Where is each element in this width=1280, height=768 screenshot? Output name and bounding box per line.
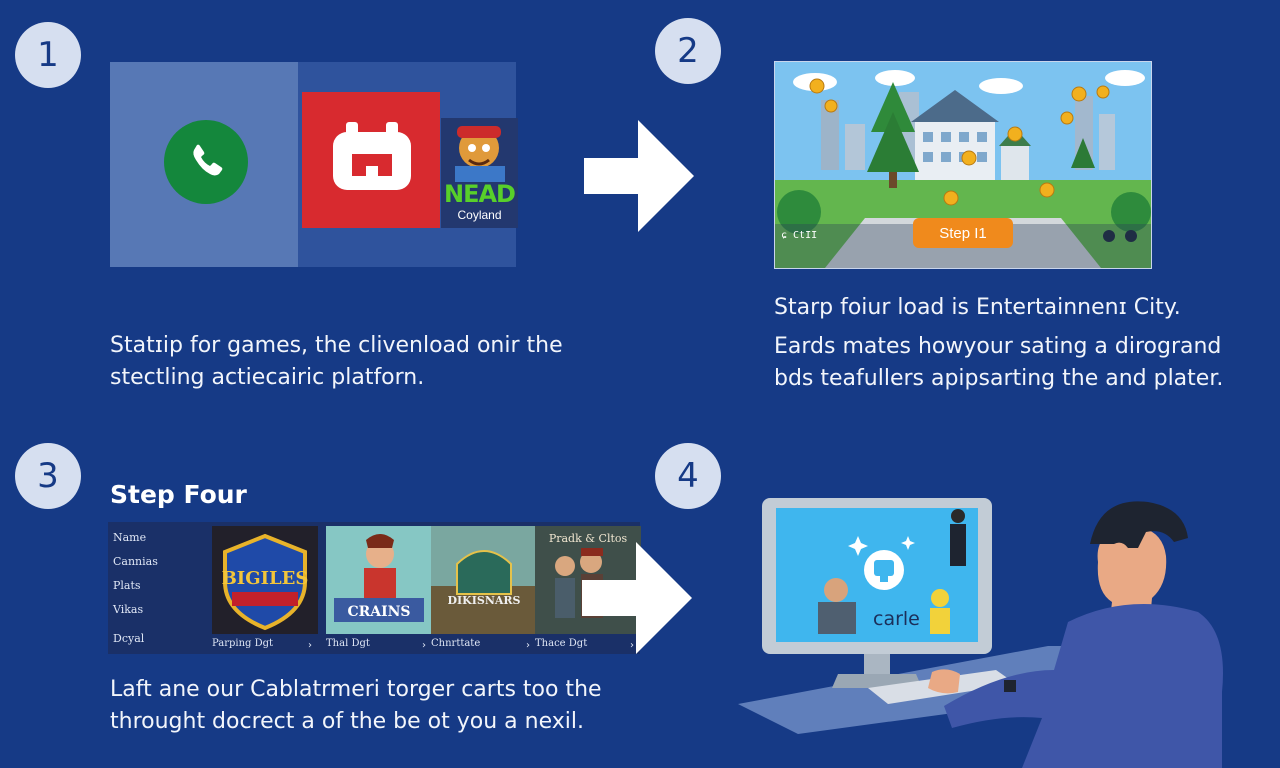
hud-counter: ɕ CtII <box>781 230 818 241</box>
game-card-label: Thal Dgt <box>326 638 370 649</box>
game-card-title: BIGILES <box>221 568 309 589</box>
game-cover-tile[interactable]: NEAD Coyland <box>441 118 518 228</box>
step1-caption-line-2: stectling actiecairic platforn. <box>110 365 425 390</box>
game-card-label: Thace Dgt <box>535 638 588 649</box>
game-card[interactable]: DIKISNARS <box>431 526 537 634</box>
step2-caption-line-3: bds teafullers apipsarting the and plate… <box>774 366 1224 391</box>
game-card-title: CRAINS <box>347 604 411 620</box>
step1-app-panel: NEAD Coyland <box>110 62 518 267</box>
step2-caption-line-1: Starp foiur load is Entertainnenɪ City. <box>774 295 1181 320</box>
phone-app-button[interactable] <box>164 120 248 204</box>
step2-caption: Starp foiur load is Entertainnenɪ City. … <box>774 292 1223 395</box>
menu-item[interactable]: Cannias <box>113 555 158 568</box>
svg-text:›: › <box>422 640 426 650</box>
card-chevrons: › › › › <box>308 640 634 650</box>
library-menu: Name Cannias Plats Vikas Dcyal <box>108 522 208 654</box>
game-mascot-art <box>441 118 518 228</box>
step-number-badge-3: 3 <box>15 443 81 509</box>
right-arrow-icon <box>582 542 692 654</box>
game-card-art <box>431 526 537 634</box>
step1-caption: Statɪip for games, the clivenload onir t… <box>110 330 563 394</box>
svg-text:›: › <box>308 640 312 650</box>
app-store-tile[interactable] <box>302 92 440 228</box>
svg-text:›: › <box>630 640 634 650</box>
step-button[interactable]: Step I1 <box>913 218 1013 248</box>
game-card-title: DIKISNARS <box>447 594 521 607</box>
svg-text:›: › <box>526 640 530 650</box>
step2-caption-line-2: Eards mates howyour sating a dirogrand <box>774 334 1222 359</box>
app-logo-icon <box>333 122 411 190</box>
step3-caption-line-2: throught docrect a of the be ot you a ne… <box>110 709 584 734</box>
step2-game-screenshot: ɕ CtII Step I1 <box>774 61 1152 269</box>
game-card-art <box>223 533 307 631</box>
game-library-panel: Name Cannias Plats Vikas Dcyal BIGILES C… <box>108 522 641 654</box>
step3-caption-line-1: Laft ane our Cablatrmeri torger carts to… <box>110 677 602 702</box>
menu-item[interactable]: Name <box>113 531 147 544</box>
game-title: NEAD <box>444 180 516 208</box>
phone-icon <box>193 144 223 176</box>
step-number-badge-4: 4 <box>655 443 721 509</box>
city-scene-art <box>775 62 1151 268</box>
step1-caption-line-1: Statɪip for games, the clivenload onir t… <box>110 333 563 358</box>
step3-title: Step Four <box>110 480 247 509</box>
monitor-screen-text: carle <box>873 608 920 630</box>
game-card-label: Parping Dgt <box>212 638 274 649</box>
game-card[interactable]: CRAINS <box>326 526 432 634</box>
menu-item[interactable]: Vikas <box>113 603 144 616</box>
game-card-art <box>334 534 424 622</box>
game-card[interactable]: BIGILES <box>212 526 318 634</box>
step-number-badge-1: 1 <box>15 22 81 88</box>
step3-caption: Laft ane our Cablatrmeri torger carts to… <box>110 674 602 738</box>
game-card-title: Pradk & Cltos <box>548 532 628 545</box>
game-card-label: Chnrttate <box>431 638 481 649</box>
menu-item[interactable]: Plats <box>113 579 141 592</box>
step-number-badge-2: 2 <box>655 18 721 84</box>
desk-illustration <box>738 498 1223 768</box>
game-subtitle: Coyland <box>457 208 502 222</box>
menu-item[interactable]: Dcyal <box>113 632 145 645</box>
step4-user-at-computer: carle <box>718 474 1280 768</box>
right-arrow-icon <box>584 120 694 232</box>
